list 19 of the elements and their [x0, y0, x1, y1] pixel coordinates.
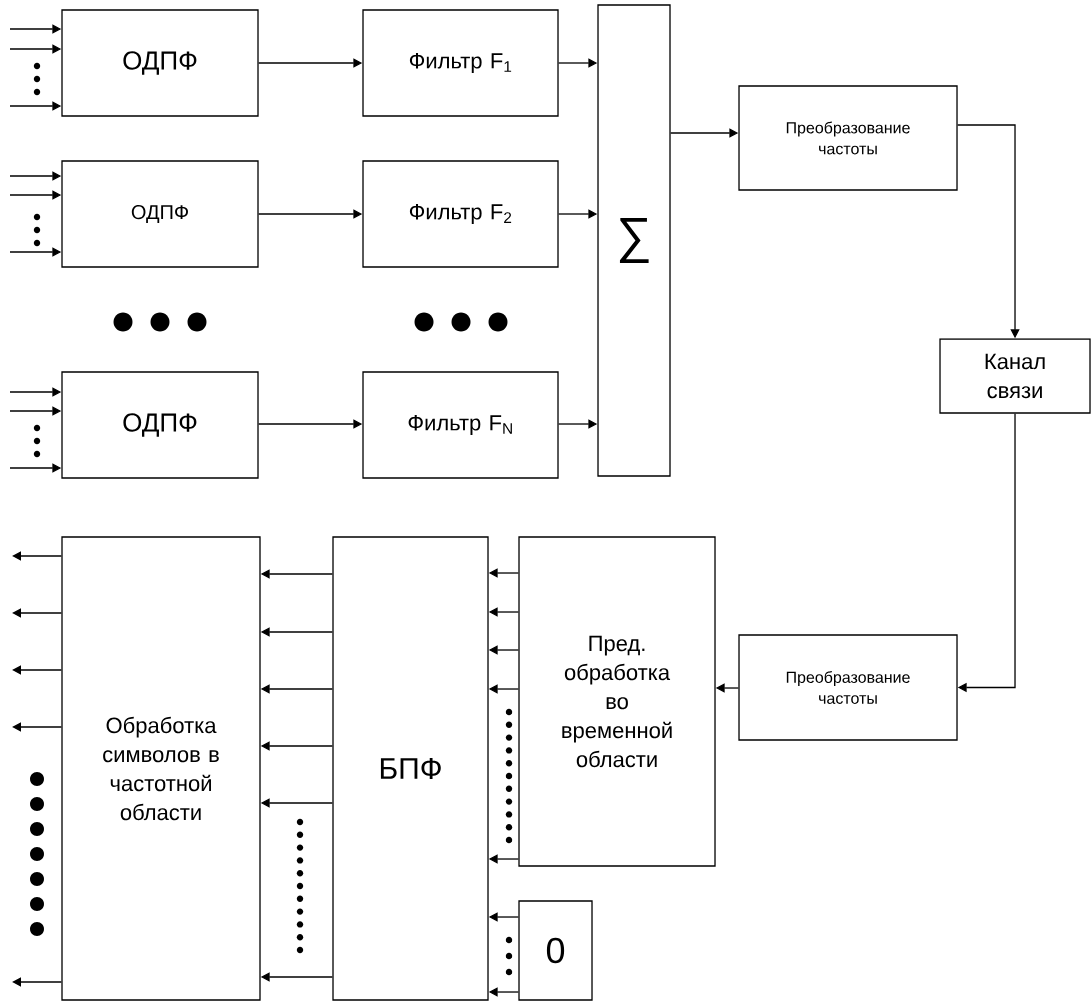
block-box: ОДПФ	[61, 371, 259, 479]
block-box: БПФ	[332, 536, 489, 1001]
arrow	[12, 977, 62, 987]
block-box: ∑	[597, 4, 671, 477]
block-box: ОДПФ	[61, 160, 259, 268]
block-box: Фильтр F$_{2}$	[362, 160, 559, 268]
arrow	[12, 722, 62, 732]
block-box: Пред. обработка во временной области	[518, 536, 716, 867]
block-box: 0	[518, 900, 593, 1001]
block-box: Преобразование частоты	[738, 85, 958, 191]
block-box: ОДПФ	[61, 9, 259, 117]
arrow	[12, 608, 62, 618]
block-box: Преобразование частоты	[738, 634, 958, 741]
block-box: Канал связи	[939, 338, 1091, 414]
block-box: Фильтр F$_{N}$	[362, 371, 559, 479]
block-box: Фильтр F$_{1}$	[362, 9, 559, 117]
block-box: Обработка символов в частотной области	[61, 536, 261, 1001]
arrow	[12, 551, 62, 561]
arrow	[12, 665, 62, 675]
